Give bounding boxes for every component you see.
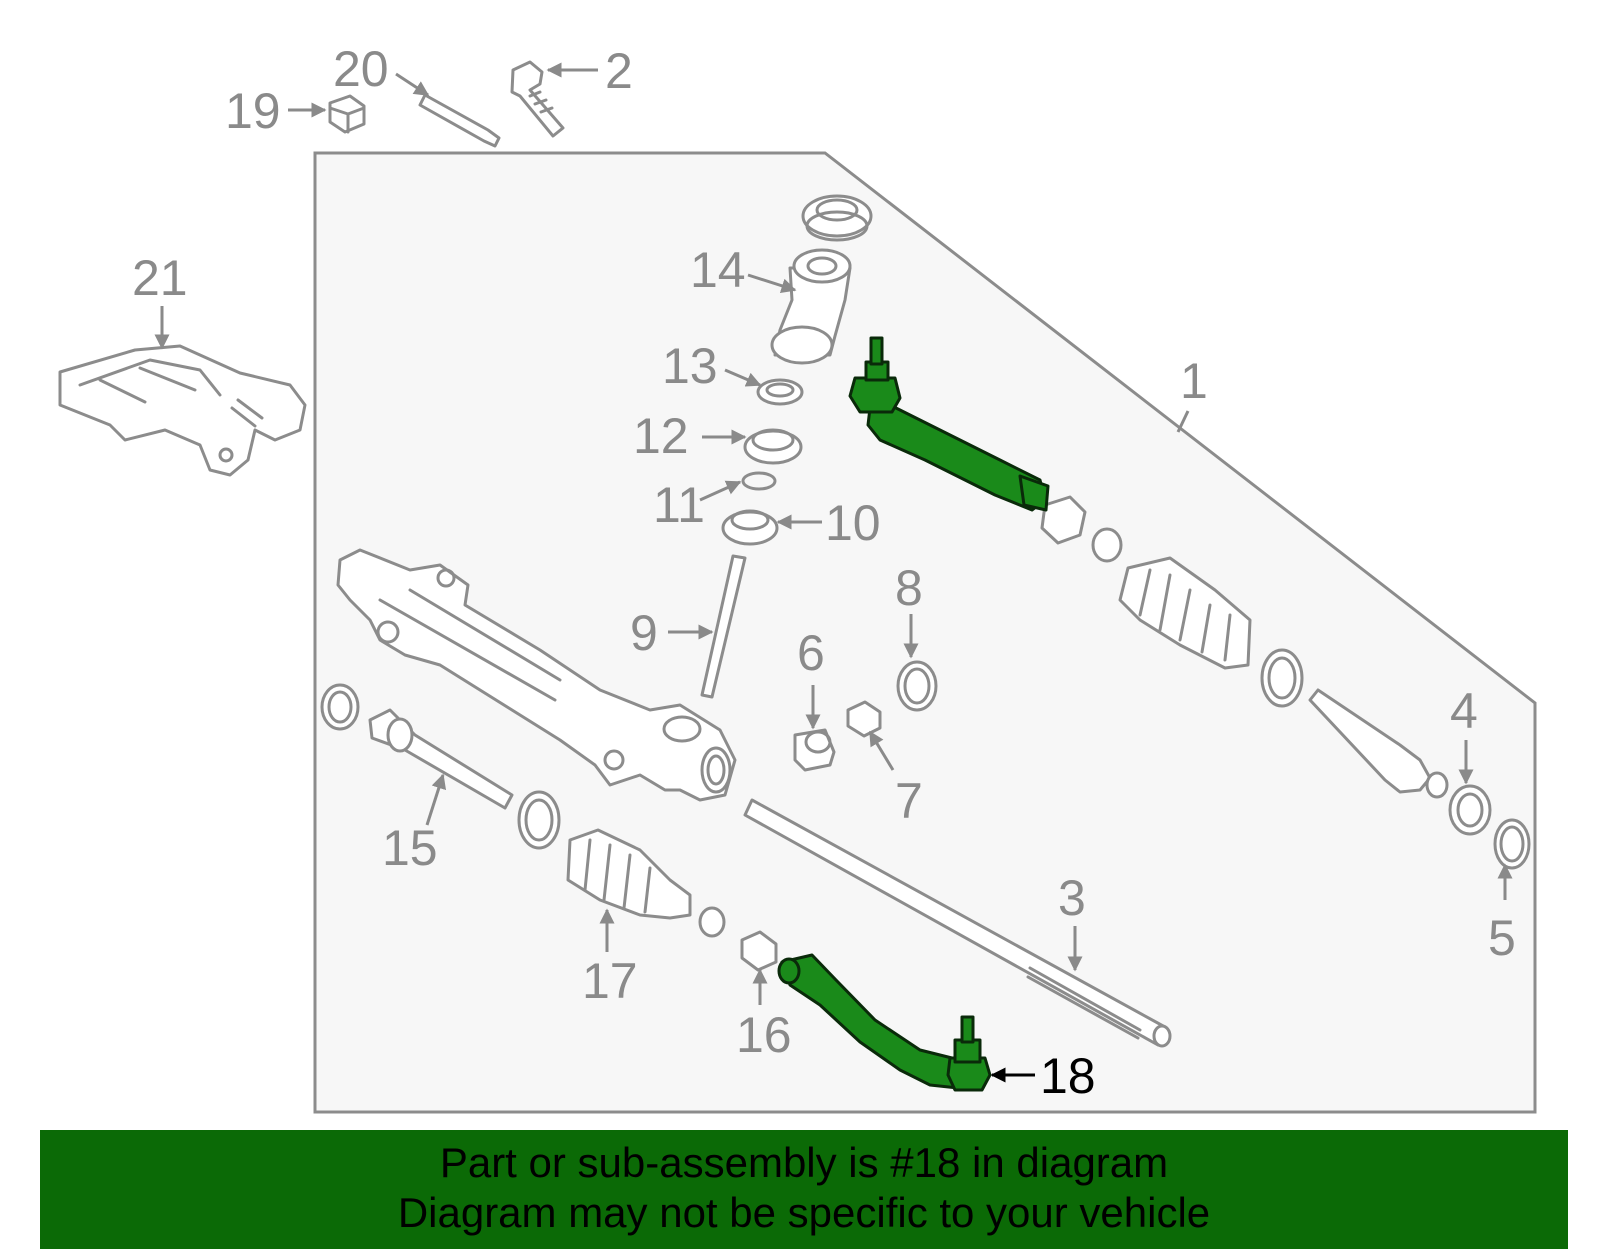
info-banner: Part or sub-assembly is #18 in diagram D…	[40, 1130, 1568, 1249]
part-18-tie-rod-end-upper[interactable]	[848, 336, 1050, 512]
callout-6: 6	[797, 625, 825, 681]
part-17-boot[interactable]	[517, 790, 726, 938]
part-5-ring[interactable]	[1493, 818, 1531, 870]
part-3-rack[interactable]	[743, 798, 1172, 1048]
part-1-inner-tie-rod[interactable]	[1308, 688, 1449, 799]
steering-gear-housing[interactable]	[336, 548, 737, 802]
part-16-nut[interactable]	[740, 930, 778, 972]
part-20-bolt[interactable]	[418, 93, 501, 148]
banner-line-2: Diagram may not be specific to your vehi…	[397, 1189, 1211, 1236]
part-9-shaft[interactable]	[700, 554, 747, 699]
part-12-seal[interactable]	[743, 428, 803, 465]
callout-21: 21	[132, 250, 188, 306]
callout-15: 15	[382, 820, 438, 876]
part-19-nut[interactable]	[328, 94, 366, 134]
callout-8: 8	[895, 560, 923, 616]
callout-10: 10	[825, 495, 881, 551]
callout-1: 1	[1180, 353, 1208, 409]
callout-14: 14	[690, 242, 746, 298]
callout-7: 7	[895, 773, 923, 829]
callout-12: 12	[633, 408, 689, 464]
callout-16: 16	[736, 1007, 792, 1063]
callout-5: 5	[1488, 910, 1516, 966]
callout-9: 9	[630, 605, 658, 661]
part-15-inner-tie-rod[interactable]	[320, 683, 514, 810]
part-6-cap[interactable]	[793, 728, 836, 772]
callout-17: 17	[582, 953, 638, 1009]
banner-line-1: Part or sub-assembly is #18 in diagram	[439, 1139, 1169, 1186]
part-11-o-ring[interactable]	[741, 471, 777, 491]
part-4-bushing[interactable]	[1448, 784, 1492, 836]
callout-20: 20	[333, 41, 389, 97]
callout-18: 18	[1040, 1048, 1096, 1104]
part-13-washer[interactable]	[756, 378, 804, 406]
part-21-bracket[interactable]	[58, 344, 307, 477]
part-10-seal[interactable]	[721, 509, 779, 546]
callout-19: 19	[225, 83, 281, 139]
callout-4: 4	[1450, 683, 1478, 739]
callout-2: 2	[605, 43, 633, 99]
part-1-boot[interactable]	[1118, 556, 1304, 708]
callout-11: 11	[653, 477, 705, 533]
callout-3: 3	[1058, 870, 1086, 926]
callout-13: 13	[662, 338, 718, 394]
part-7-nut[interactable]	[846, 700, 882, 738]
callout-labels: 1 2 3 4 5 6 7 8 9 10 11 12 13 14 15 16 1…	[132, 41, 1516, 1104]
leader-lines	[154, 62, 1513, 1083]
part-1-nut[interactable]	[1040, 495, 1123, 563]
part-2-bolt[interactable]	[510, 60, 565, 138]
part-18-tie-rod-end-lower[interactable]	[777, 953, 992, 1092]
part-8-ring[interactable]	[896, 660, 938, 712]
